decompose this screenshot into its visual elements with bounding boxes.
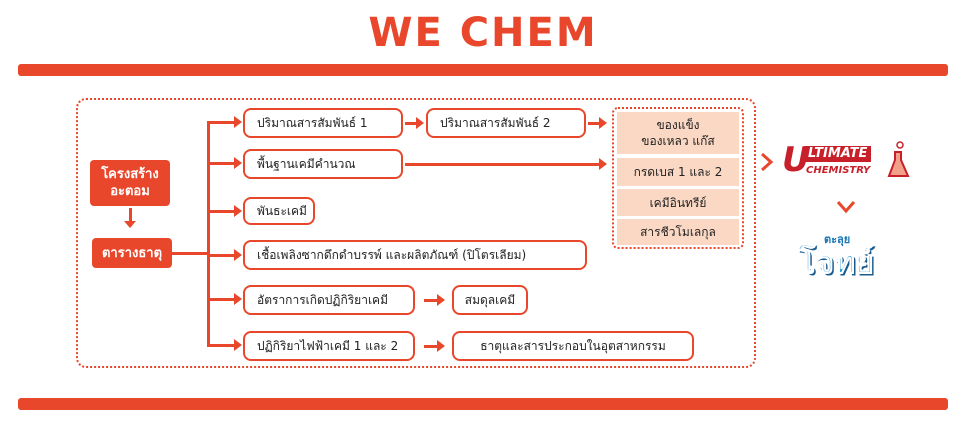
arrow-down-head [124,221,136,228]
group-states-of-matter: ของแข็ง ของเหลว แก๊ส [617,112,739,154]
group-organic: เคมีอินทรีย์ [617,189,739,216]
arrow-shaft [405,163,600,166]
arrow-head [234,205,242,217]
taluy-joht-logo: ตะลุย โจทย์ [796,230,896,290]
arrow-head [416,117,424,129]
arrow-head [234,339,242,351]
arrow-head [234,249,242,261]
branch-line [207,210,235,213]
branch-trunk [207,122,210,346]
branch-line [207,162,235,165]
node-stoichiometry-1: ปริมาณสารสัมพันธ์ 1 [243,108,403,138]
node-equilibrium: สมดุลเคมี [452,285,528,315]
chevron-right-icon [761,152,774,172]
arrow-shaft [405,122,417,125]
node-basic-calculation: พื้นฐานเคมีคำนวณ [243,149,403,179]
arrow-head [437,294,445,306]
logo-chemistry: CHEMISTRY [806,165,871,176]
arrow-head [234,293,242,305]
arrow-head [234,157,242,169]
group-acid-base: กรดเบส 1 และ 2 [617,158,739,186]
node-reaction-rate: อัตราการเกิดปฏิกิริยาเคมี [243,285,415,315]
branch-line [207,298,235,301]
states-line2: ของเหลว แก๊ส [641,134,715,148]
node-stoichiometry-2: ปริมาณสารสัมพันธ์ 2 [426,108,586,138]
logo-ultimate: LTIMATE [804,146,872,162]
arrow-shaft [424,345,438,348]
logo-taluy: ตะลุย [824,233,851,246]
atomic-structure-line1: โครงสร้าง [101,167,159,182]
trunk-connector [172,252,210,255]
arrow-head [599,158,607,170]
arrow-shaft [424,299,438,302]
chevron-down-icon [836,201,856,214]
bottom-divider [18,398,948,410]
arrow-shaft [588,122,600,125]
group-biomolecule: สารชีวโมเลกุล [617,219,739,245]
states-line1: ของแข็ง [656,118,700,132]
periodic-table-box: ตารางธาตุ [92,238,172,268]
node-fossil-fuel: เชื้อเพลิงซากดึกดำบรรพ์ และผลิตภัณฑ์ (ปิ… [243,240,587,270]
arrow-head [234,116,242,128]
top-divider [18,64,948,76]
course-map-frame [76,98,756,368]
branch-line [207,121,235,124]
atomic-structure-line2: อะตอม [110,184,150,199]
atomic-structure-box: โครงสร้าง อะตอม [90,160,170,206]
arrow-head [599,117,607,129]
arrow-head [437,340,445,352]
topic-group [612,107,744,249]
node-chemical-bond: พันธะเคมี [243,197,315,225]
branch-line [207,344,235,347]
logo-joht: โจทย์ [798,243,875,282]
branch-line [207,254,235,257]
page-title: WE CHEM [368,10,598,56]
flask-icon [887,141,910,177]
node-industrial-elements: ธาตุและสารประกอบในอุตสาหกรรม [452,331,694,361]
ultimate-chemistry-logo: U LTIMATE CHEMISTRY [782,140,912,186]
arrow-down-shaft [129,208,132,222]
node-electrochemistry: ปฏิกิริยาไฟฟ้าเคมี 1 และ 2 [243,331,415,361]
